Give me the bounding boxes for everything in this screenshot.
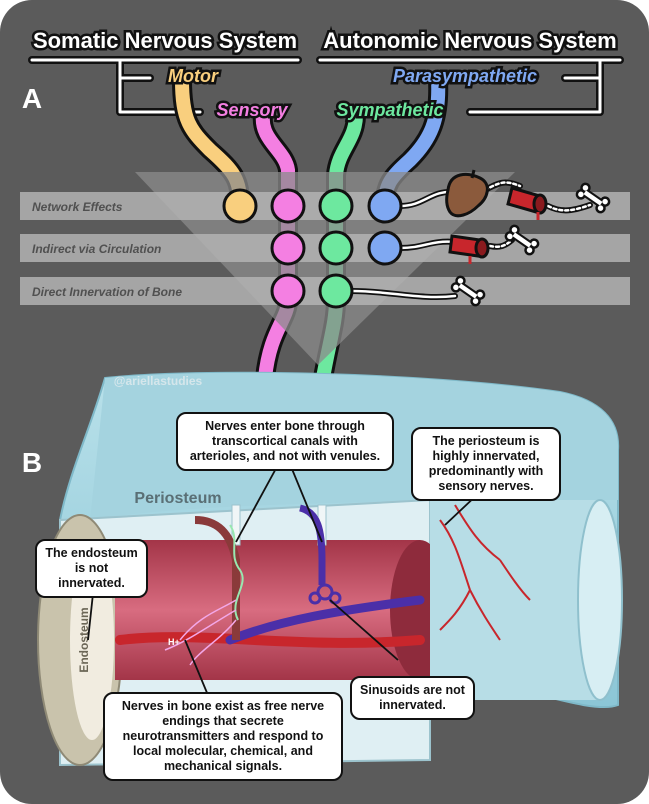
bone-shaft-right — [430, 500, 600, 700]
node-sensory-circulation — [270, 230, 306, 266]
row-label-circulation: Indirect via Circulation — [32, 242, 161, 256]
sensory-label: Sensory — [216, 100, 288, 120]
ion-label: H+ — [168, 637, 180, 647]
node-sympathetic-direct — [318, 273, 354, 309]
header-brackets-inner — [30, 58, 622, 114]
sinusoid-cluster-2 — [308, 591, 322, 605]
panel-label-b: B — [22, 447, 42, 478]
endosteum-label: Endosteum — [77, 607, 91, 672]
periosteum-label: Periosteum — [134, 490, 221, 507]
callout-free-endings: Nerves in bone exist as free nerve endin… — [103, 692, 343, 781]
node-parasympathetic-network — [367, 188, 403, 224]
sympathetic-label: Sympathetic — [336, 100, 443, 120]
somatic-title: Somatic Nervous System — [33, 28, 297, 53]
vein-in-marrow — [225, 595, 425, 645]
node-circles — [222, 188, 403, 309]
panel-label-a: A — [22, 83, 42, 114]
sinusoid-cluster — [316, 583, 334, 601]
sinusoid-cluster-3 — [328, 591, 342, 605]
nerve-around-arteriole — [229, 524, 244, 621]
callout-sinusoids: Sinusoids are not innervated. — [350, 676, 475, 720]
bone-shaft-end — [577, 499, 623, 701]
autonomic-title: Autonomic Nervous System — [323, 28, 616, 53]
node-parasympathetic-circulation — [367, 230, 403, 266]
node-motor-network — [222, 188, 258, 224]
callout-endosteum: The endosteum is not innervated. — [35, 539, 148, 598]
artery-in-marrow — [115, 632, 425, 648]
parasympathetic-label: Parasympathetic — [393, 66, 537, 86]
venule — [298, 504, 326, 585]
row-label-network: Network Effects — [32, 200, 123, 214]
watermark-handle: @ariellastudies — [114, 374, 203, 388]
node-sensory-direct — [270, 273, 306, 309]
callout-periosteum-innervated: The periosteum is highly innervated, pre… — [411, 427, 561, 501]
node-sympathetic-circulation — [318, 230, 354, 266]
blood-vessel-icon-2 — [448, 234, 490, 264]
callout-nerves-enter: Nerves enter bone through transcortical … — [176, 412, 394, 471]
node-sensory-network — [270, 188, 306, 224]
blood-vessel-icon — [506, 186, 548, 220]
bone-icon-2 — [504, 224, 540, 256]
liver-icon — [445, 169, 489, 218]
bone-icon-3 — [450, 275, 486, 307]
bone-icon — [575, 182, 611, 214]
row-label-direct: Direct Innervation of Bone — [32, 285, 182, 299]
motor-label: Motor — [168, 66, 219, 86]
transcortical-canal — [231, 504, 241, 546]
node-sympathetic-network — [318, 188, 354, 224]
